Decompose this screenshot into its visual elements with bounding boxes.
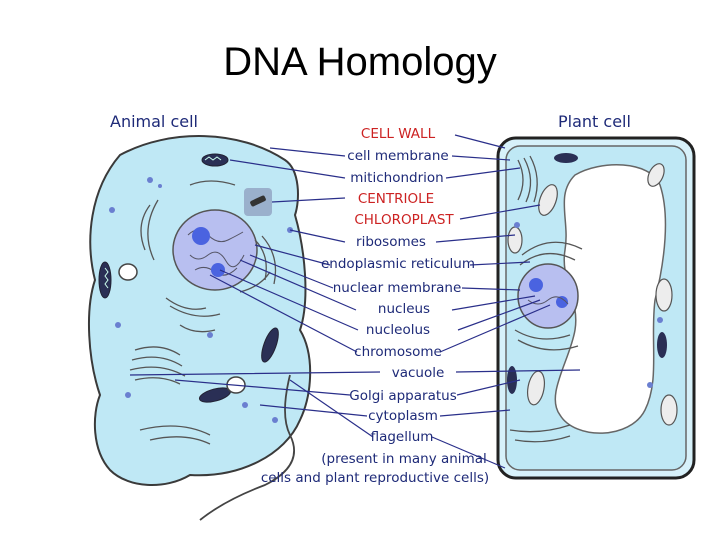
leader-lines — [129, 134, 581, 469]
label-endoplasmic-reticulum: endoplasmic reticulum — [321, 256, 475, 272]
label-group: CELL WALL cell membrane mitichondrion CE… — [261, 126, 489, 486]
label-ribosomes: ribosomes — [356, 234, 426, 250]
label-chromosome: chromosome — [354, 344, 442, 360]
label-flagellum: flagellum — [371, 429, 434, 445]
plant-cell-heading: Plant cell — [558, 112, 631, 131]
label-cell-membrane: cell membrane — [347, 148, 448, 164]
animal-nucleolus — [192, 227, 210, 245]
flagellum — [199, 374, 295, 521]
label-cytoplasm: cytoplasm — [368, 408, 438, 424]
label-nuclear-membrane: nuclear membrane — [333, 280, 462, 296]
animal-cell-heading: Animal cell — [110, 112, 198, 131]
animal-cell-body — [88, 135, 312, 486]
label-chloroplast: CHLOROPLAST — [354, 212, 454, 228]
slide-title: DNA Homology — [223, 40, 497, 84]
label-mitochondrion: mitichondrion — [350, 170, 443, 186]
chloroplast — [538, 184, 558, 216]
animal-cell — [88, 135, 312, 521]
plant-cell — [496, 136, 696, 480]
animal-mitochondrion — [201, 153, 229, 167]
plant-nucleus — [517, 263, 579, 329]
label-note-line2: cells and plant reproductive cells) — [261, 470, 489, 486]
animal-nucleus — [172, 209, 258, 291]
label-nucleus: nucleus — [378, 301, 430, 317]
label-centriole: CENTRIOLE — [358, 191, 434, 207]
label-cell-wall: CELL WALL — [361, 126, 436, 142]
label-nucleolus: nucleolus — [366, 322, 430, 338]
label-note-line1: (present in many animal — [321, 451, 487, 467]
label-golgi-apparatus: Golgi apparatus — [349, 388, 456, 404]
label-vacuole: vacuole — [392, 365, 445, 381]
central-vacuole — [554, 164, 667, 434]
